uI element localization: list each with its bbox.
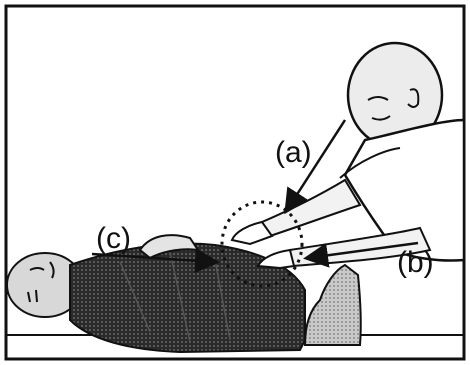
rescuer-leg	[305, 265, 361, 345]
label-a: (a)	[275, 136, 312, 169]
rescuer-hand-lower	[258, 250, 294, 268]
rescuer-arm-upper	[262, 180, 360, 236]
label-b: (b)	[397, 246, 434, 279]
label-c: (c)	[96, 222, 131, 255]
